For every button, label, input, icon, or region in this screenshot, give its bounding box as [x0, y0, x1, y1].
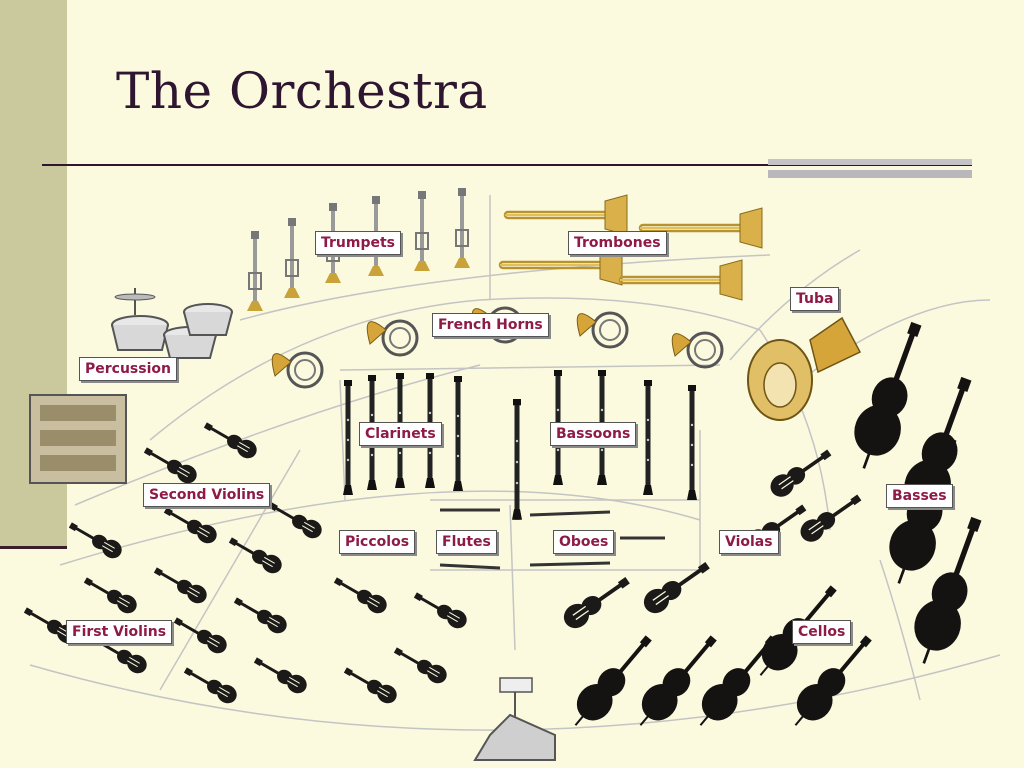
slide-title: The Orchestra — [116, 62, 488, 120]
flutes-label: Flutes — [436, 530, 497, 554]
percussion-icon — [29, 288, 233, 484]
tuba-label: Tuba — [790, 287, 840, 311]
french-horns-label: French Horns — [432, 313, 549, 337]
oboes-label: Oboes — [553, 530, 615, 554]
percussion-label: Percussion — [79, 357, 177, 381]
cello-icon — [561, 575, 883, 738]
piccolos-label: Piccolos — [339, 530, 416, 554]
flute-icon — [439, 508, 501, 570]
side-bar-divider — [0, 546, 67, 549]
tuba-icon — [747, 316, 862, 421]
violas-label: Violas — [719, 530, 779, 554]
title-rule — [42, 164, 972, 166]
title-rule-accent-lower — [768, 170, 972, 178]
bassoons-label: Bassoons — [550, 422, 637, 446]
conductor-podium-icon — [473, 677, 556, 761]
first-violins-label: First Violins — [66, 620, 173, 644]
trombones-label: Trombones — [568, 231, 667, 255]
clarinets-label: Clarinets — [359, 422, 442, 446]
trumpets-label: Trumpets — [315, 231, 402, 255]
cellos-label: Cellos — [792, 620, 852, 644]
title-rule-accent — [768, 159, 972, 165]
basses-label: Basses — [886, 484, 953, 508]
orchestra-seating-diagram — [20, 187, 1001, 761]
oboe-icon — [529, 510, 665, 567]
stage-lines — [29, 195, 1001, 731]
second-violins-label: Second Violins — [143, 483, 271, 507]
